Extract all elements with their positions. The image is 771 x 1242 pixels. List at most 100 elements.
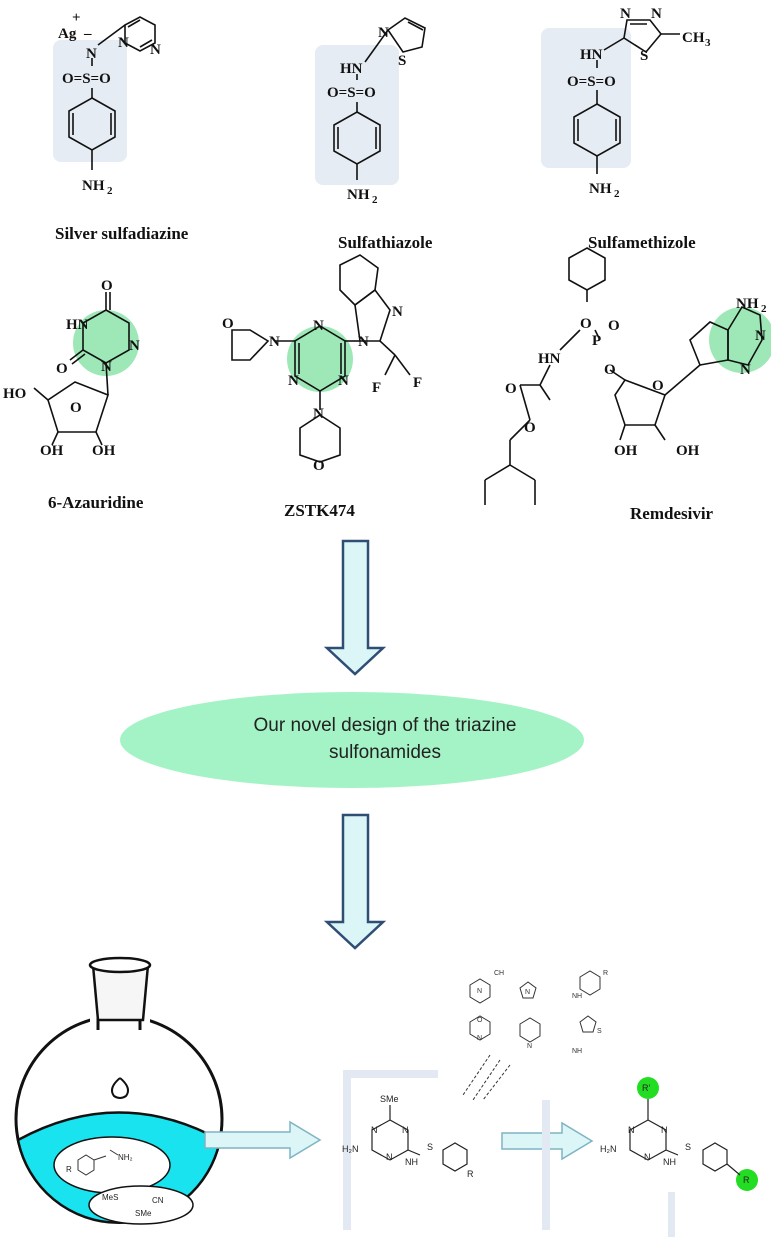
amine-group: NH [347,187,370,203]
remdesivir-structure [484,247,763,505]
morpholine-oxygen: O [222,316,234,332]
zstk474-structure [231,254,411,463]
subscript-two: 2 [761,303,767,315]
design-line-1: Our novel design of the triazine [253,715,517,736]
sulfonamide-highlight-1 [53,40,127,162]
hydroxyl-group: OH [92,443,116,459]
plus-sign: + [72,10,81,26]
compound-label-sulfamethizole: Sulfamethizole [588,233,696,252]
triazine-highlight-zstk474 [287,326,353,392]
ag-atom: Ag [58,26,77,42]
sulfonamide-highlight-2 [315,45,399,185]
n-atom: N [313,318,324,334]
o-atom: O [101,278,113,294]
substituent-n: N [477,1035,482,1042]
substituent-n: N [525,989,530,996]
h2n-group: H₂N [342,1144,359,1154]
triazine-n: N [661,1125,668,1135]
r-label: R [743,1175,750,1185]
compound-label-remdesivir: Remdesivir [630,504,714,523]
design-ellipse-text: Our novel design of the triazine sulfona… [150,712,620,766]
n-atom: N [269,334,280,350]
s-atom: S [685,1142,691,1152]
hn-group: HN [66,317,89,333]
phosphorus-atom: P [592,333,601,349]
triazine-n: N [371,1125,378,1135]
hn-group: HN [580,47,603,63]
fluorine-atom: F [372,380,381,396]
substituent-n: N [477,988,482,995]
nh-group: NH [405,1157,418,1167]
substituent-s: S [597,1028,602,1035]
n-atom: N [101,359,112,375]
n-atom: N [755,328,766,344]
n-atom: N [358,334,369,350]
triazine-n: N [386,1152,393,1162]
reagent-cn: CN [152,1196,164,1205]
ester-oxygen: O [580,316,592,332]
triazine-n: N [644,1152,651,1162]
n-atom: N [288,373,299,389]
design-ellipse [120,692,584,788]
ring-oxygen: O [652,378,664,394]
fluorine-atom: F [413,375,422,391]
hydroxyl-group: HO [3,386,26,402]
substituent-nh: NH [572,993,582,1000]
s-atom: S [427,1142,433,1152]
down-arrow-1 [323,539,387,676]
intermediate-structure [371,1105,468,1172]
n-atom: N [378,25,389,41]
minus-sign: – [83,26,92,42]
compound-label-sulfathiazole: Sulfathiazole [338,233,433,252]
substituent-nh: NH [572,1048,582,1055]
o-atom: O [56,361,68,377]
n-atom: N [118,35,129,51]
hydroxyl-group: OH [614,443,638,459]
reagent-r: R [66,1165,72,1174]
n-atom: N [150,42,161,58]
compound-label-zstk474: ZSTK474 [284,501,355,520]
triazine-highlight-azauridine [73,310,139,376]
s-atom: S [398,53,406,69]
ring-oxygen: O [70,400,82,416]
ester-oxygen: O [604,362,616,378]
rprime-label: R' [642,1083,650,1093]
n-atom: N [313,406,324,422]
sulfonyl-group: O=S=O [62,71,111,87]
hydroxyl-group: OH [676,443,700,459]
sulfonyl-group: O=S=O [567,74,616,90]
hydroxyl-group: OH [40,443,64,459]
n-atom: N [740,362,751,378]
amine-group: NH [82,178,105,194]
phosphoryl-oxygen: O [608,318,620,334]
substituent-o: O [477,1017,483,1024]
amine-group: NH [589,181,612,197]
triazine-n: N [628,1125,635,1135]
h2n-group: H₂N [600,1144,617,1154]
hn-group: HN [340,61,363,77]
sulfathiazole-structure [333,17,426,180]
compound-label-6-azauridine: 6-Azauridine [48,493,144,512]
silver-sulfadiazine-structure [68,16,156,170]
azauridine-structure [33,292,130,446]
product-structure [629,1099,741,1176]
n-atom: N [86,46,97,62]
substituent-r: R [603,970,608,977]
n-atom: N [129,338,140,354]
triazine-highlight-remdesivir [709,307,771,373]
down-arrow-2 [323,813,387,950]
carbonyl-oxygen: O [505,381,517,397]
subscript-three: 3 [705,37,711,49]
r-group: R [467,1169,474,1179]
n-atom: N [620,6,631,22]
n-atom: N [392,304,403,320]
compound-label-silver-sulfadiazine: Silver sulfadiazine [55,224,189,243]
ester-oxygen: O [524,420,536,436]
amine-group: NH [736,296,759,312]
rprime-dot [637,1077,659,1099]
design-line-2: sulfonamides [329,742,441,763]
subscript-two: 2 [372,194,378,206]
sulfamethizole-structure [573,19,680,174]
substituent-n: N [527,1043,532,1050]
